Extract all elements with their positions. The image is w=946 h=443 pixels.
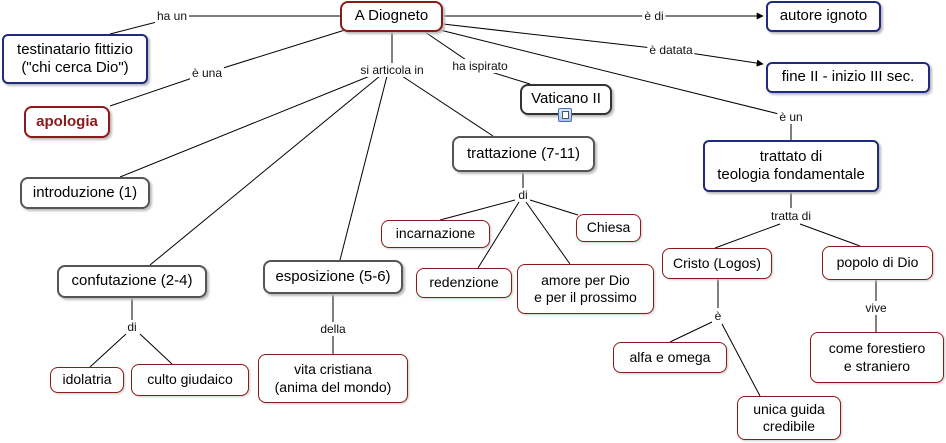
concept-incarnazione[interactable]: incarnazione [381, 220, 490, 248]
concept-chiesa[interactable]: Chiesa [576, 214, 641, 242]
link-to-popolo [799, 223, 861, 247]
link-e-datata [442, 23, 764, 67]
link-to-guida [721, 323, 761, 397]
concept-esposizione[interactable]: esposizione (5-6) [263, 260, 403, 294]
link-to-alfa [669, 321, 713, 343]
link-to-amore [525, 201, 571, 265]
concept-culto-giudaico[interactable]: culto giudaico [131, 364, 249, 396]
concept-autore-ignoto[interactable]: autore ignoto [766, 1, 881, 32]
link-to-incarnazione [439, 199, 516, 221]
link-label-si-articola-in: si articola in [358, 63, 426, 77]
link-to-chiesa [529, 199, 579, 216]
link-to-idolatria [89, 333, 127, 368]
concept-trattazione[interactable]: trattazione (7-11) [452, 136, 595, 172]
link-e-un [439, 29, 792, 140]
concept-trattato-teologia[interactable]: trattato di teologia fondamentale [703, 140, 879, 192]
link-to-confutazione [149, 75, 381, 266]
concept-introduzione[interactable]: introduzione (1) [20, 177, 150, 209]
link-label-tratta-di: tratta di [768, 209, 814, 223]
link-to-trattazione [401, 75, 494, 137]
concept-popolo-di-dio[interactable]: popolo di Dio [822, 246, 933, 280]
link-label-ha-ispirato: ha ispirato [450, 59, 510, 73]
concept-a-diogneto[interactable]: A Diogneto [340, 1, 443, 32]
concept-forestiero[interactable]: come forestiero e straniero [810, 332, 944, 383]
concept-testinatario-fittizio[interactable]: testinatario fittizio ("chi cerca Dio") [2, 34, 148, 84]
link-ha-un [109, 15, 340, 35]
link-to-introduzione [119, 75, 371, 178]
link-to-esposizione [339, 75, 388, 261]
concept-apologia[interactable]: apologia [24, 106, 110, 138]
concept-redenzione[interactable]: redenzione [416, 268, 512, 298]
link-label-della: della [318, 322, 348, 336]
concept-idolatria[interactable]: idolatria [50, 367, 124, 393]
link-to-cristo [714, 223, 781, 249]
document-icon[interactable] [558, 108, 572, 122]
link-label-e-una: è una [189, 66, 225, 80]
link-label-e-un: è un [777, 110, 805, 124]
link-label-e-datata: è datata [647, 43, 695, 57]
concept-unica-guida[interactable]: unica guida credibile [737, 396, 841, 440]
concept-cristo-logos[interactable]: Cristo (Logos) [662, 248, 772, 279]
link-label-e-di: è di [642, 9, 666, 23]
link-to-redenzione [477, 201, 520, 269]
link-label-e-cristo: è [712, 309, 724, 323]
link-to-culto [139, 333, 173, 365]
link-label-di-confutazione: di [125, 320, 139, 334]
concept-datazione[interactable]: fine II - inizio III sec. [766, 62, 930, 93]
concept-alfa-e-omega[interactable]: alfa e omega [613, 342, 727, 373]
link-label-vive: vive [863, 301, 889, 315]
concept-amore[interactable]: amore per Dio e per il prossimo [517, 264, 654, 314]
concept-confutazione[interactable]: confutazione (2-4) [57, 265, 207, 298]
concept-vita-cristiana[interactable]: vita cristiana (anima del mondo) [258, 354, 408, 403]
link-label-di-trattazione: di [516, 188, 530, 202]
link-label-ha-un: ha un [154, 9, 190, 23]
